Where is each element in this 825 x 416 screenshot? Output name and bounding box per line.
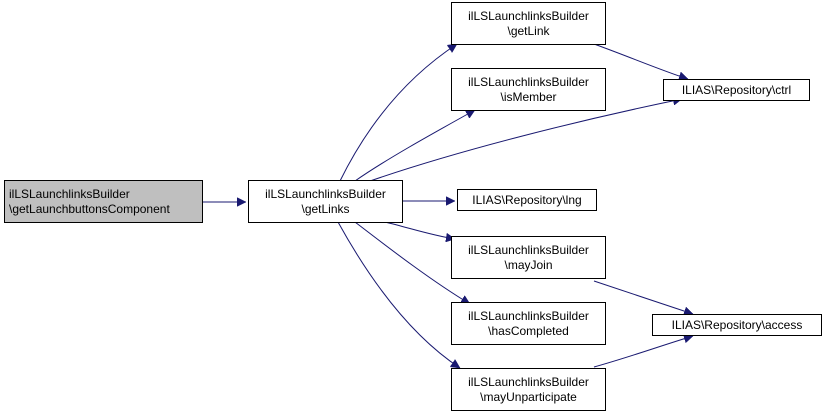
node-label: ILIAS\Repository\ctrl bbox=[681, 82, 792, 97]
node-repository-ctrl[interactable]: ILIAS\Repository\ctrl bbox=[663, 79, 810, 101]
edge-getlinks-ismember bbox=[354, 109, 475, 182]
edge-getlinks-ctrl bbox=[369, 99, 682, 182]
node-label-line1: ilLSLaunchlinksBuilder bbox=[468, 8, 589, 23]
node-label-line2: \mayJoin bbox=[504, 257, 553, 272]
edge-mayjoin-access bbox=[593, 280, 693, 314]
node-label-line2: \getLinks bbox=[301, 201, 350, 216]
node-label: ILIAS\Repository\access bbox=[671, 317, 803, 332]
node-repository-access[interactable]: ILIAS\Repository\access bbox=[652, 314, 822, 336]
node-label-line2: \hasCompleted bbox=[488, 323, 569, 338]
node-label-line1: ilLSLaunchlinksBuilder bbox=[468, 74, 589, 89]
node-label-line2: \isMember bbox=[500, 89, 557, 104]
node-may-unparticipate[interactable]: ilLSLaunchlinksBuilder \mayUnparticipate bbox=[451, 368, 606, 411]
node-get-link[interactable]: ilLSLaunchlinksBuilder \getLink bbox=[451, 2, 606, 45]
node-is-member[interactable]: ilLSLaunchlinksBuilder \isMember bbox=[451, 68, 606, 111]
node-get-launchbuttons-component: ilLSLaunchlinksBuilder \getLaunchbuttons… bbox=[4, 180, 203, 223]
node-label-line1: ilLSLaunchlinksBuilder bbox=[265, 186, 386, 201]
node-label-line2: \getLink bbox=[507, 23, 550, 38]
node-label-line1: ilLSLaunchlinksBuilder bbox=[468, 374, 589, 389]
edge-getlink-ctrl bbox=[593, 43, 688, 79]
node-may-join[interactable]: ilLSLaunchlinksBuilder \mayJoin bbox=[451, 236, 606, 279]
node-label: ILIAS\Repository\lng bbox=[472, 192, 582, 207]
edge-getlinks-hascompleted bbox=[354, 221, 470, 305]
edge-mayunpart-access bbox=[593, 336, 693, 368]
node-label-line2: \getLaunchbuttonsComponent bbox=[9, 201, 170, 216]
edge-getlinks-getlink bbox=[339, 43, 457, 182]
node-label-line2: \mayUnparticipate bbox=[480, 389, 577, 404]
edge-getlinks-mayunpart bbox=[337, 221, 460, 369]
edge-getlinks-mayjoin bbox=[384, 221, 455, 239]
node-label-line1: ilLSLaunchlinksBuilder bbox=[468, 242, 589, 257]
node-get-links[interactable]: ilLSLaunchlinksBuilder \getLinks bbox=[248, 180, 403, 223]
node-has-completed[interactable]: ilLSLaunchlinksBuilder \hasCompleted bbox=[451, 302, 606, 345]
node-repository-lng[interactable]: ILIAS\Repository\lng bbox=[457, 189, 597, 211]
node-label-line1: ilLSLaunchlinksBuilder bbox=[9, 186, 130, 201]
node-label-line1: ilLSLaunchlinksBuilder bbox=[468, 308, 589, 323]
